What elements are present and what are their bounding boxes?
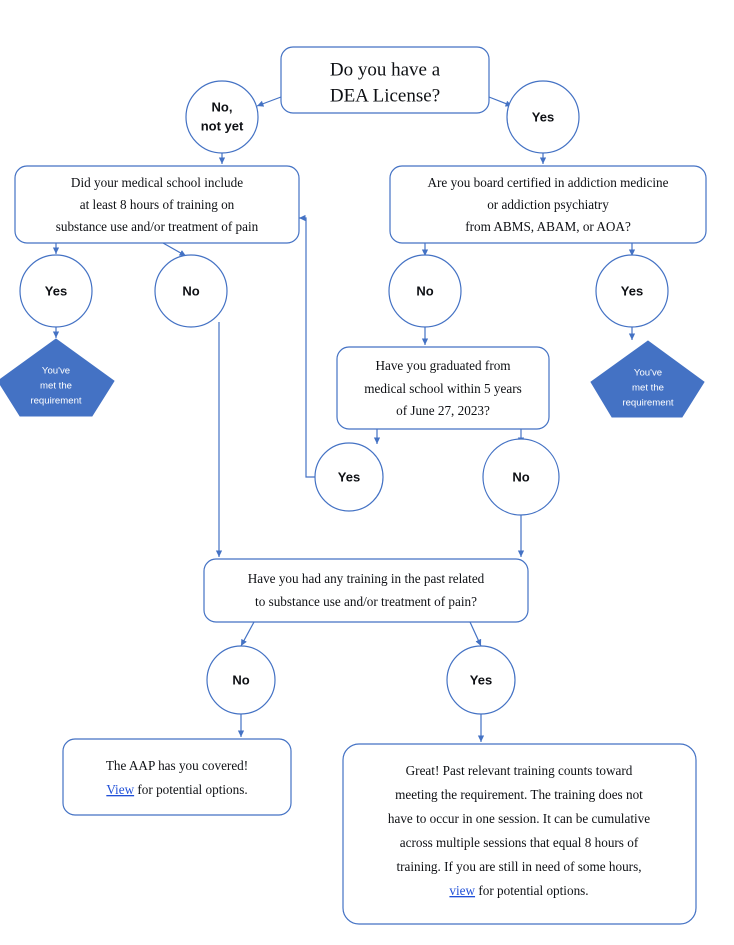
bc-no-shape bbox=[388, 254, 462, 328]
grad-box-shape bbox=[336, 346, 550, 430]
yes-dea-label: Yes bbox=[532, 109, 554, 124]
pt-no-label: No bbox=[232, 672, 249, 687]
edge-pasttraining-to-yes bbox=[469, 621, 482, 647]
edge-pasttraining-to-no bbox=[240, 621, 255, 647]
met-req-left-line3: requirement bbox=[30, 396, 82, 407]
node-grad-no[interactable]: No bbox=[482, 438, 560, 516]
start-box-shape bbox=[280, 46, 490, 114]
bc-yes-label: Yes bbox=[621, 283, 643, 298]
aap-line2: View for potential options. bbox=[106, 782, 247, 797]
grad-line3: of June 27, 2023? bbox=[396, 403, 490, 418]
great-line5: training. If you are still in need of so… bbox=[396, 859, 641, 874]
node-yes-dea[interactable]: Yes bbox=[506, 80, 580, 154]
node-met-requirement-right[interactable]: You've met the requirement bbox=[590, 340, 705, 418]
great-line6-rest: for potential options. bbox=[475, 883, 589, 898]
met-req-right-shape bbox=[590, 340, 705, 418]
past-training-box-shape bbox=[203, 558, 529, 623]
met-req-right-line1: You've bbox=[634, 368, 662, 379]
pt-yes-label: Yes bbox=[470, 672, 492, 687]
great-view-link[interactable]: view bbox=[449, 883, 475, 898]
great-line3: have to occur in one session. It can be … bbox=[388, 811, 650, 826]
met-req-right-line2: met the bbox=[632, 383, 664, 394]
node-aap-result[interactable]: The AAP has you covered! View for potent… bbox=[62, 738, 292, 816]
grad-no-label: No bbox=[512, 469, 529, 484]
med-school-line2: at least 8 hours of training on bbox=[80, 197, 235, 212]
ms-no-label: No bbox=[182, 283, 199, 298]
grad-line1: Have you graduated from bbox=[375, 358, 511, 373]
grad-yes-shape bbox=[314, 442, 384, 512]
node-ms-yes[interactable]: Yes bbox=[19, 254, 93, 328]
no-not-yet-line1: No, bbox=[212, 99, 233, 114]
node-bc-no[interactable]: No bbox=[388, 254, 462, 328]
node-ms-no[interactable]: No bbox=[154, 254, 228, 328]
ms-yes-shape bbox=[19, 254, 93, 328]
node-met-requirement-left[interactable]: You've met the requirement bbox=[0, 338, 115, 417]
med-school-box-shape bbox=[14, 165, 300, 244]
aap-line1: The AAP has you covered! bbox=[106, 758, 248, 773]
grad-no-shape bbox=[482, 438, 560, 516]
med-school-line1: Did your medical school include bbox=[71, 175, 243, 190]
node-grad-yes[interactable]: Yes bbox=[314, 442, 384, 512]
board-cert-box-shape bbox=[389, 165, 707, 244]
no-not-yet-shape bbox=[185, 80, 259, 154]
board-cert-line3: from ABMS, ABAM, or AOA? bbox=[465, 219, 631, 234]
great-line4: across multiple sessions that equal 8 ho… bbox=[400, 835, 639, 850]
great-line6: view for potential options. bbox=[449, 883, 588, 898]
node-bc-yes[interactable]: Yes bbox=[595, 254, 669, 328]
edge-start-to-yes bbox=[488, 96, 513, 107]
board-cert-line1: Are you board certified in addiction med… bbox=[428, 175, 669, 190]
node-pt-no[interactable]: No bbox=[206, 645, 276, 715]
pt-yes-shape bbox=[446, 645, 516, 715]
med-school-line3: substance use and/or treatment of pain bbox=[56, 219, 259, 234]
aap-line2-rest: for potential options. bbox=[134, 782, 248, 797]
node-great-result[interactable]: Great! Past relevant training counts tow… bbox=[342, 743, 697, 925]
aap-view-link[interactable]: View bbox=[106, 782, 134, 797]
node-board-cert-question[interactable]: Are you board certified in addiction med… bbox=[389, 165, 707, 244]
edge-start-to-no bbox=[256, 96, 282, 107]
past-training-line1: Have you had any training in the past re… bbox=[248, 571, 485, 586]
grad-yes-label: Yes bbox=[338, 469, 360, 484]
aap-box-shape bbox=[62, 738, 292, 816]
met-req-left-line2: met the bbox=[40, 381, 72, 392]
grad-line2: medical school within 5 years bbox=[364, 381, 521, 396]
node-no-not-yet[interactable]: No, not yet bbox=[185, 80, 259, 154]
bc-yes-shape bbox=[595, 254, 669, 328]
node-start[interactable]: Do you have a DEA License? bbox=[280, 46, 490, 114]
ms-no-shape bbox=[154, 254, 228, 328]
met-req-left-shape bbox=[0, 338, 115, 417]
edge-gradyes-to-medschool bbox=[299, 214, 315, 478]
great-line1: Great! Past relevant training counts tow… bbox=[406, 763, 633, 778]
pt-no-shape bbox=[206, 645, 276, 715]
start-line1: Do you have a bbox=[330, 59, 441, 80]
board-cert-line2: or addiction psychiatry bbox=[487, 197, 609, 212]
node-med-school-question[interactable]: Did your medical school include at least… bbox=[14, 165, 300, 244]
no-not-yet-line2: not yet bbox=[201, 118, 244, 133]
met-req-right-line3: requirement bbox=[622, 398, 674, 409]
great-line2: meeting the requirement. The training do… bbox=[395, 787, 643, 802]
ms-yes-label: Yes bbox=[45, 283, 67, 298]
yes-dea-shape bbox=[506, 80, 580, 154]
start-line2: DEA License? bbox=[330, 85, 440, 106]
bc-no-label: No bbox=[416, 283, 433, 298]
great-box-shape bbox=[342, 743, 697, 925]
node-past-training-question[interactable]: Have you had any training in the past re… bbox=[203, 558, 529, 623]
node-graduation-question[interactable]: Have you graduated from medical school w… bbox=[336, 346, 550, 430]
past-training-line2: to substance use and/or treatment of pai… bbox=[255, 594, 477, 609]
node-pt-yes[interactable]: Yes bbox=[446, 645, 516, 715]
edge-medschool-to-no bbox=[162, 242, 187, 257]
met-req-left-line1: You've bbox=[42, 366, 70, 377]
